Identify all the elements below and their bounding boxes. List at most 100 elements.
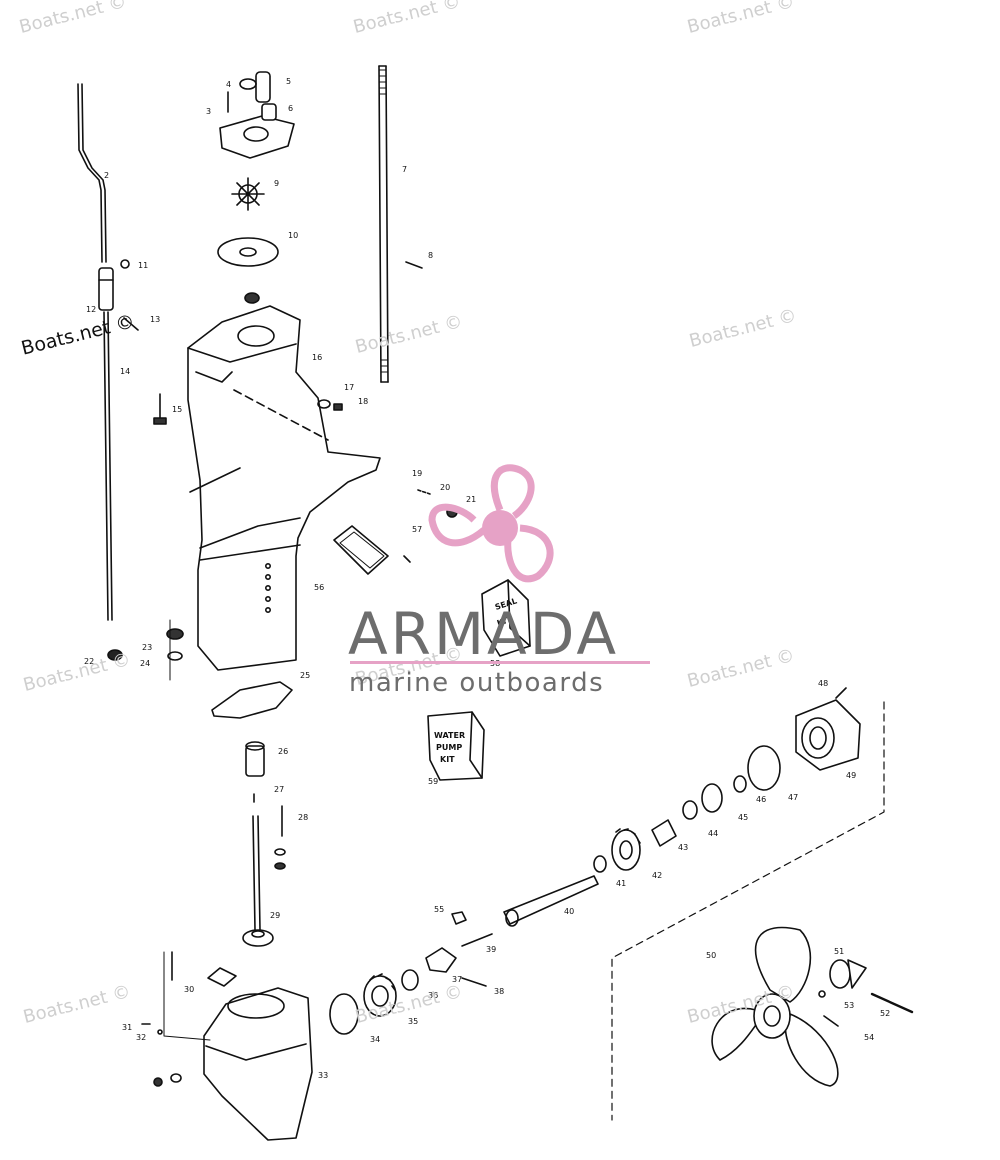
callout-3: 3 <box>206 107 211 116</box>
pin-38 <box>461 977 487 987</box>
impeller <box>231 177 265 211</box>
impeller-plate <box>217 237 279 267</box>
washer-24b <box>274 848 286 856</box>
callout-13: 13 <box>150 315 160 324</box>
logo-name: ARMADA <box>348 600 620 668</box>
callout-22: 22 <box>84 657 94 666</box>
callout-20: 20 <box>440 483 450 492</box>
part-32 <box>157 1029 163 1035</box>
callout-50: 50 <box>706 951 716 960</box>
callout-43: 43 <box>678 843 688 852</box>
part-55 <box>451 911 467 925</box>
callout-44: 44 <box>708 829 718 838</box>
callout-33: 33 <box>318 1071 328 1080</box>
logo-divider <box>350 661 650 664</box>
leader-line <box>611 701 885 1121</box>
propeller-shaft <box>503 875 599 927</box>
callout-37: 37 <box>452 975 462 984</box>
seal-kit-label-2: KIT <box>496 615 513 628</box>
callout-16: 16 <box>312 353 322 362</box>
callout-47: 47 <box>788 793 798 802</box>
screw-18b <box>153 1077 163 1087</box>
callout-34: 34 <box>370 1035 380 1044</box>
water-pump-housing <box>219 71 295 159</box>
callout-26: 26 <box>278 747 288 756</box>
seal-4 <box>244 292 260 304</box>
callout-38: 38 <box>494 987 504 996</box>
callout-19: 19 <box>412 469 422 478</box>
pump-kit-label-3: KIT <box>440 755 455 764</box>
pinion-gear-35 <box>363 973 397 1017</box>
propeller-50 <box>711 926 839 1087</box>
callout-25: 25 <box>300 671 310 680</box>
callout-23: 23 <box>142 643 152 652</box>
washer-24 <box>167 651 183 661</box>
cotter-pin-52 <box>870 992 914 1014</box>
shift-rod-upper <box>77 83 107 263</box>
gasket-25 <box>211 681 293 719</box>
callout-32: 32 <box>136 1033 146 1042</box>
callout-17: 17 <box>344 383 354 392</box>
bolt-48 <box>835 687 847 699</box>
callout-48: 48 <box>818 679 828 688</box>
seal-kit-box <box>481 579 531 657</box>
callout-11: 11 <box>138 261 148 270</box>
o-ring-47 <box>747 745 781 791</box>
callout-9: 9 <box>274 179 279 188</box>
logo-tagline: marine outboards <box>349 668 605 698</box>
callout-36: 36 <box>428 991 438 1000</box>
bolt-15 <box>153 393 167 425</box>
leader-line-3 <box>163 951 211 1041</box>
callout-54: 54 <box>864 1033 874 1042</box>
callout-41: 41 <box>616 879 626 888</box>
callout-46: 46 <box>756 795 766 804</box>
washer-36 <box>401 969 419 991</box>
callout-12: 12 <box>86 305 96 314</box>
driveshaft-housing <box>187 305 381 671</box>
callout-45: 45 <box>738 813 748 822</box>
callout-35: 35 <box>408 1017 418 1026</box>
callout-8: 8 <box>428 251 433 260</box>
callout-57: 57 <box>412 525 422 534</box>
screw-57 <box>403 555 411 563</box>
washer-41 <box>593 855 607 873</box>
callout-40: 40 <box>564 907 574 916</box>
part-30 <box>207 967 237 987</box>
water-pump-kit-box <box>427 711 485 781</box>
callout-15: 15 <box>172 405 182 414</box>
callout-51: 51 <box>834 947 844 956</box>
vent-holes <box>264 562 271 613</box>
armada-logo-icon <box>428 464 554 583</box>
callout-55: 55 <box>434 905 444 914</box>
part-54 <box>823 1015 839 1027</box>
washer-44 <box>682 800 698 820</box>
callout-27: 27 <box>274 785 284 794</box>
callout-24: 24 <box>140 659 150 668</box>
clutch-37 <box>425 947 457 973</box>
callout-56: 56 <box>314 583 324 592</box>
callout-49: 49 <box>846 771 856 780</box>
shift-rod-connector <box>98 267 114 311</box>
driveshaft-long <box>378 65 389 383</box>
driveshaft-lower <box>242 815 274 947</box>
forward-gear-42 <box>611 828 641 871</box>
callout-52: 52 <box>880 1009 890 1018</box>
part-53 <box>818 990 826 998</box>
callout-39: 39 <box>486 945 496 954</box>
lower-gearcase <box>203 987 313 1141</box>
callout-30: 30 <box>184 985 194 994</box>
callout-5: 5 <box>286 77 291 86</box>
bearing-45 <box>701 783 723 813</box>
callout-29: 29 <box>270 911 280 920</box>
callout-53: 53 <box>844 1001 854 1010</box>
callout-59: 59 <box>428 777 438 786</box>
plunger-39 <box>461 933 493 947</box>
callout-2: 2 <box>104 171 109 180</box>
callout-28: 28 <box>298 813 308 822</box>
nut-23b <box>274 862 286 870</box>
bushing-43 <box>651 819 677 847</box>
pin-8 <box>405 261 423 269</box>
bearing-cup-34 <box>329 993 359 1035</box>
grommet-22 <box>107 649 123 661</box>
